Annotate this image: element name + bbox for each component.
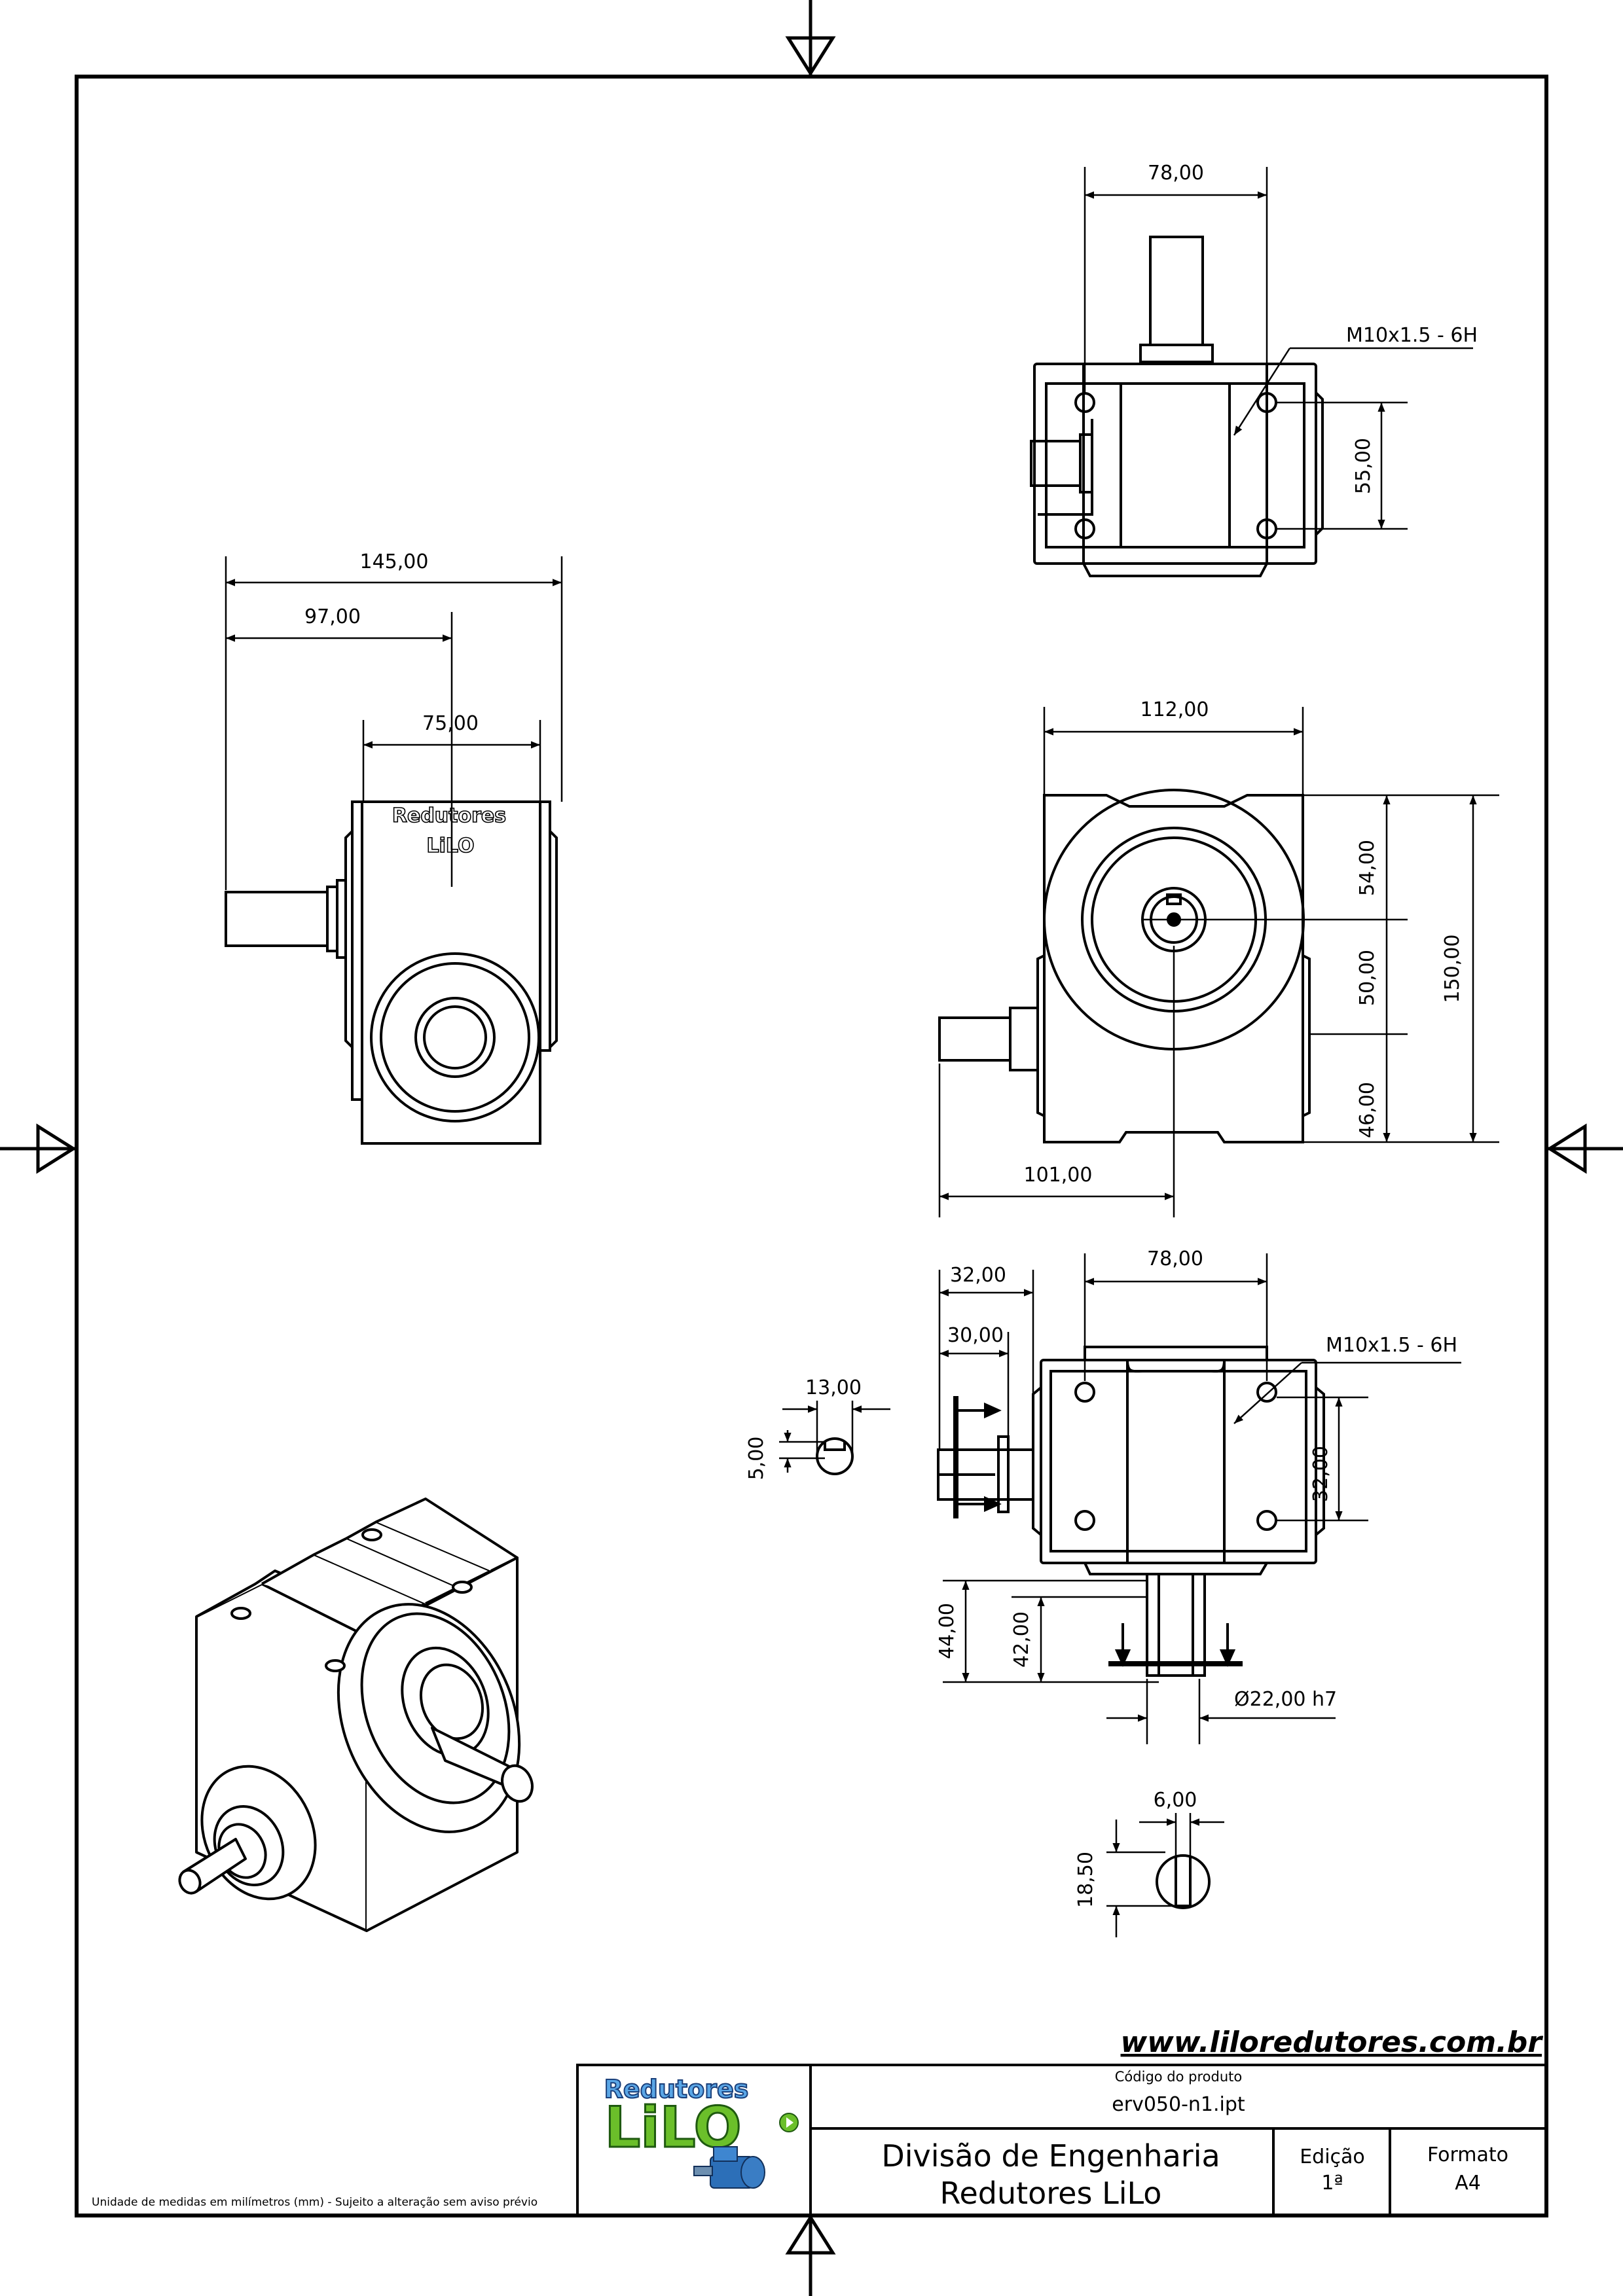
edition-value: 1ª <box>1321 2172 1343 2195</box>
bottom-view <box>937 1346 1325 1677</box>
product-code-label: Código do produto <box>1115 2069 1242 2085</box>
format-label: Formato <box>1427 2144 1508 2166</box>
dim-bottom-shaft-a: 32,00 <box>950 1264 1006 1287</box>
front-view <box>938 789 1311 1143</box>
isometric-view <box>178 1498 534 1932</box>
edition-label: Edição <box>1300 2145 1365 2168</box>
dim-front-middle: 50,00 <box>1356 950 1379 1006</box>
dim-large-key-height: 18,50 <box>1074 1852 1097 1908</box>
dim-bottom-width: 78,00 <box>1147 1247 1203 1270</box>
department-line2: Redutores LiLo <box>940 2176 1162 2211</box>
side-view <box>225 800 558 1145</box>
dim-bottom-holes: 32,00 <box>1309 1446 1332 1502</box>
dim-front-height: 150,00 <box>1441 935 1464 1003</box>
top-view <box>1030 236 1324 577</box>
title-block <box>576 2064 1548 2217</box>
bottom-view-dimensions <box>938 1253 1461 1744</box>
website-url: www.liloredutores.com.br <box>1121 2026 1544 2059</box>
dim-small-key-width: 13,00 <box>805 1376 862 1399</box>
dim-top-width: 78,00 <box>1148 162 1204 185</box>
bottom-view-section-arrows <box>956 1402 1236 1667</box>
dim-large-key-width: 6,00 <box>1154 1789 1197 1812</box>
dim-side-overall: 145,00 <box>360 550 429 573</box>
format-value: A4 <box>1455 2172 1481 2195</box>
dim-top-thread: M10x1.5 - 6H <box>1346 324 1478 347</box>
side-engraving-line1: Redutores <box>392 804 506 827</box>
dim-front-width: 112,00 <box>1140 698 1209 721</box>
front-view-dimensions <box>938 707 1499 1217</box>
department-line1: Divisão de Engenharia <box>881 2138 1220 2174</box>
dim-front-shaft-offset: 101,00 <box>1024 1164 1093 1187</box>
dim-side-shaft: 97,00 <box>304 605 361 628</box>
dim-side-body: 75,00 <box>422 712 479 735</box>
units-note: Unidade de medidas em milímetros (mm) - … <box>92 2196 538 2209</box>
company-logo: Redutores LiLO <box>604 2074 799 2189</box>
logo-top-text: Redutores <box>604 2075 749 2104</box>
dim-bottom-shaft-b: 30,00 <box>947 1324 1004 1347</box>
large-keyway-detail <box>1156 1854 1211 1909</box>
dim-top-holes: 55,00 <box>1352 438 1375 494</box>
dim-output-diameter: Ø22,00 h7 <box>1234 1688 1337 1711</box>
large-keyway-dimensions <box>1106 1813 1224 1937</box>
dim-front-upper: 54,00 <box>1356 840 1379 896</box>
small-keyway-dimensions <box>779 1401 890 1473</box>
side-view-dimensions <box>225 556 563 890</box>
small-keyway-detail <box>816 1437 854 1475</box>
dim-front-lower: 46,00 <box>1356 1082 1379 1138</box>
dim-output-len-b: 42,00 <box>1010 1611 1033 1668</box>
motor-icon <box>693 2113 799 2189</box>
dim-small-key-height: 5,00 <box>745 1437 768 1480</box>
product-code: erv050-n1.ipt <box>1112 2093 1245 2116</box>
dim-bottom-thread: M10x1.5 - 6H <box>1326 1334 1457 1357</box>
side-engraving-line2: LiLO <box>427 834 475 857</box>
top-view-dimensions <box>1084 167 1473 530</box>
dim-output-len-a: 44,00 <box>936 1603 958 1659</box>
